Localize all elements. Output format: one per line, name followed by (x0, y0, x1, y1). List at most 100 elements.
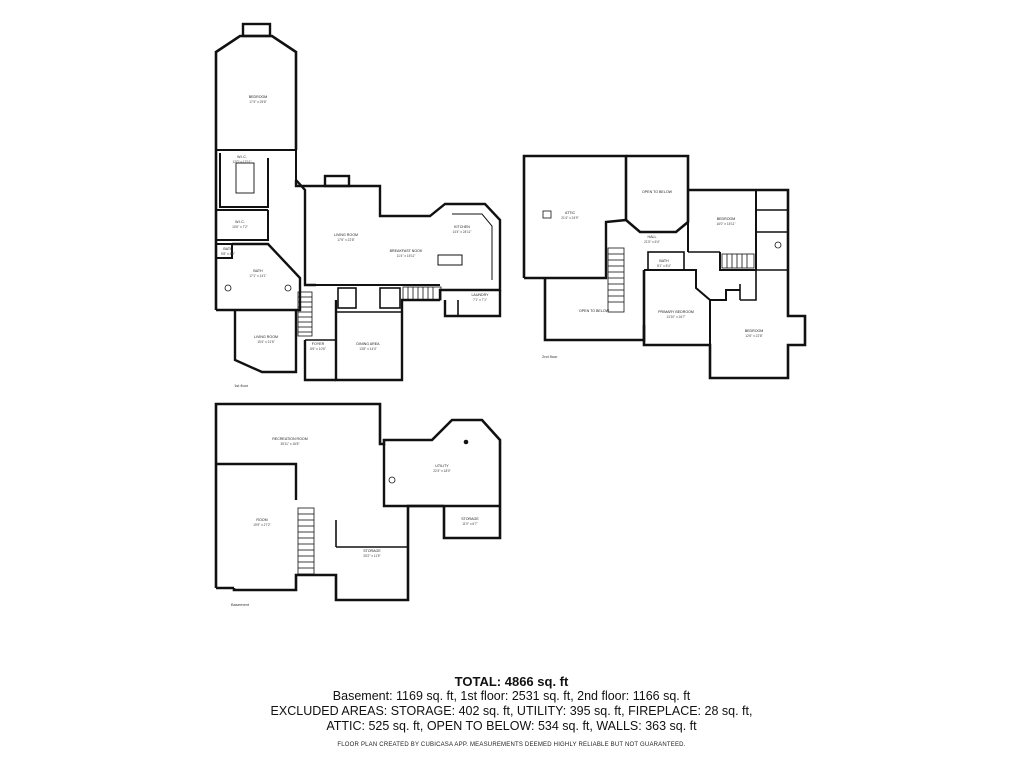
floor-areas: Basement: 1169 sq. ft, 1st floor: 2531 s… (332, 689, 691, 703)
kitchen-counter (452, 213, 493, 280)
room-name: STORAGE (461, 517, 479, 521)
wall (216, 242, 302, 312)
wall (710, 289, 740, 301)
room-name: KITCHEN (454, 225, 470, 229)
wall (232, 504, 444, 602)
fireplace (323, 174, 351, 188)
total-area: TOTAL: 4866 sq. ft (454, 674, 569, 689)
fixture (774, 241, 782, 249)
wall (303, 340, 336, 382)
room-dimension: 8'1" x 8'4" (657, 264, 671, 268)
room-dimension: 7'1" x 7'1" (473, 298, 487, 302)
room-name: STORAGE (363, 549, 381, 553)
room-dimension: 5'8" x 5'8" (221, 252, 235, 256)
room-dimension: 11'9" x 6'7" (462, 522, 477, 526)
room-dimension: 12'0" x 12'11" (232, 160, 251, 164)
wall (233, 310, 298, 374)
stairs (297, 291, 313, 337)
fixture (463, 439, 469, 445)
room-name: BATH (253, 269, 263, 273)
wall (216, 462, 298, 500)
room-dimension: 12'6" x 22'8" (745, 334, 762, 338)
fixture (224, 284, 232, 292)
wall (522, 154, 628, 278)
room-dimension: 25'2" x 11'5" (363, 554, 380, 558)
wall (219, 153, 269, 208)
room-dimension: 10'6" x 7'2" (232, 225, 248, 229)
room-name: ATTIC (565, 211, 576, 215)
room-name: BEDROOM (717, 217, 736, 221)
room-dimension: 13'8" x 14'4" (359, 347, 376, 351)
furniture (235, 162, 255, 194)
floor-label-basement: Basement (231, 602, 250, 607)
room-dimension: 15'4" x 21'6" (257, 340, 274, 344)
room-dimension: 21'4" x 24'9" (561, 216, 578, 220)
room-name: W.I.C. (237, 155, 247, 159)
wall (216, 243, 233, 259)
kitchen-island (437, 254, 463, 266)
room-dimension: 11'4" x 15'11" (397, 254, 416, 258)
wall (214, 402, 502, 588)
room-dimension: 21'5" x 6'4" (644, 240, 660, 244)
room-name: HALL (648, 235, 657, 239)
furniture (542, 210, 552, 219)
room-name: PRIMARY BEDROOM (658, 310, 694, 314)
wall (719, 190, 757, 271)
room-name: BREAKFAST NOOK (390, 249, 423, 253)
room-name: OPEN TO BELOW (642, 190, 673, 194)
room-dimension: 17'6" x 22'8" (337, 238, 354, 242)
basement-walls (214, 402, 502, 602)
fireplace (241, 22, 272, 38)
floor-label-first: 1st floor (234, 383, 249, 388)
room-dimension: 13'10" x 16'7" (666, 315, 685, 319)
room-name: DINING AREA (356, 342, 380, 346)
room-labels: BEDROOM 17'4" x 25'6" W.I.C. 12'0" x 12'… (221, 95, 763, 558)
room-name: BATH (223, 247, 233, 251)
room-name: LIVING ROOM (254, 335, 278, 339)
stairs (402, 286, 442, 301)
wall (216, 210, 269, 241)
room-name: RECREATION ROOM (272, 437, 307, 441)
first-floor-walls (214, 22, 502, 382)
wall (644, 269, 711, 345)
room-dimension: 22'4" x 18'0" (433, 469, 450, 473)
room-name: LIVING ROOM (334, 233, 358, 237)
disclaimer: FLOOR PLAN CREATED BY CUBICASA APP. MEAS… (337, 742, 686, 748)
room-name: FOYER (312, 342, 325, 346)
room-name: LAUNDRY (471, 293, 489, 297)
floor-label-second: 2nd floor (542, 354, 558, 359)
room-name: OPEN TO BELOW (579, 309, 610, 313)
wall (295, 179, 316, 287)
wall (443, 290, 502, 318)
excluded-areas: EXCLUDED AREAS: STORAGE: 402 sq. ft, UTI… (270, 704, 753, 718)
room-dimension: 17'1" x 14'1" (249, 274, 266, 278)
wall (625, 154, 690, 234)
room-dimension: 35'11" x 16'8" (280, 442, 299, 446)
wall (647, 251, 685, 271)
room-dimension: 8'6" x 10'6" (310, 347, 326, 351)
wall (524, 218, 627, 280)
second-floor-walls (522, 154, 807, 380)
fixture (284, 284, 292, 292)
closet (379, 287, 401, 309)
wall (543, 278, 646, 342)
room-dimension: 19'9" x 27'2" (253, 523, 270, 527)
fixture (388, 476, 396, 484)
wall (642, 188, 807, 380)
room-dimension: 14'4" x 24'11" (452, 230, 471, 234)
room-dimension: 16'0" x 15'11" (716, 222, 735, 226)
room-name: UTILITY (435, 464, 449, 468)
wall (740, 270, 757, 301)
room-name: BEDROOM (249, 95, 268, 99)
excluded-areas-continued: ATTIC: 525 sq. ft, OPEN TO BELOW: 534 sq… (326, 719, 697, 733)
room-name: BEDROOM (745, 329, 764, 333)
stairs (297, 507, 315, 575)
stairs (607, 247, 625, 313)
room-dimension: 17'4" x 25'6" (249, 100, 266, 104)
room-name: W.I.C. (235, 220, 245, 224)
room-name: BATH (659, 259, 669, 263)
wall (382, 444, 500, 508)
wall (294, 180, 502, 300)
closet (337, 287, 357, 309)
room-name: ROOM (256, 518, 267, 522)
